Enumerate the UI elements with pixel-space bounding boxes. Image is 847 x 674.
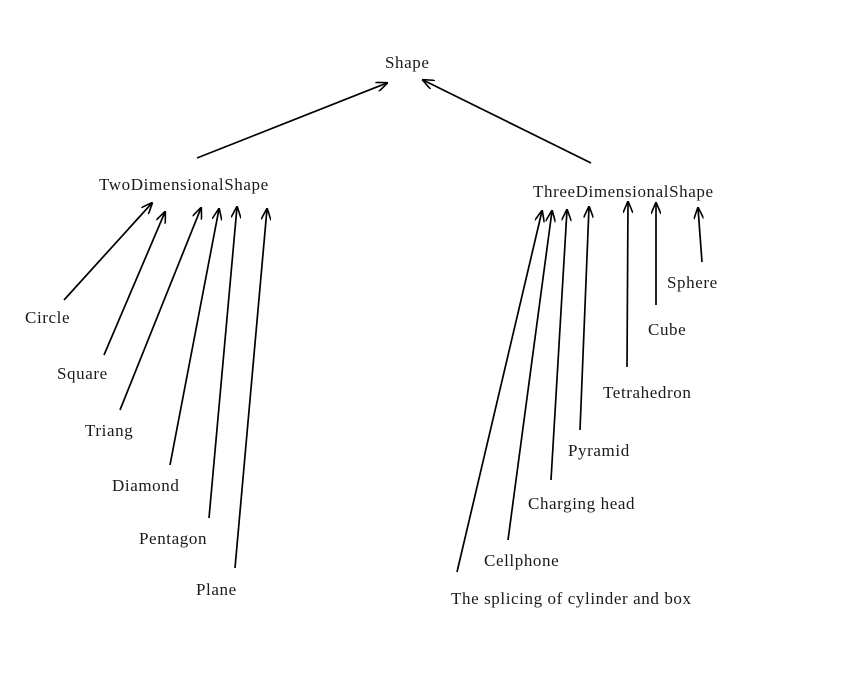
node-cube: Cube — [648, 320, 687, 339]
node-cellphone: Cellphone — [484, 551, 560, 570]
node-sphere: Sphere — [667, 273, 718, 292]
node-pentagon: Pentagon — [139, 529, 208, 548]
arrow-plane-to-two-dimensional-shape — [234, 209, 267, 569]
node-shape: Shape — [385, 53, 430, 72]
node-charging-head: Charging head — [528, 494, 636, 513]
node-splicing-cylinder-box: The splicing of cylinder and box — [451, 589, 692, 608]
arrow-pyramid-to-three-dimensional-shape — [579, 207, 589, 431]
node-two-dimensional-shape: TwoDimensionalShape — [99, 175, 269, 194]
arrow-triang-to-two-dimensional-shape — [119, 208, 201, 411]
arrow-two-dimensional-shape-to-shape — [196, 83, 387, 159]
arrow-circle-to-two-dimensional-shape — [63, 203, 152, 301]
node-tetrahedron: Tetrahedron — [603, 383, 692, 402]
node-circle: Circle — [25, 308, 71, 327]
arrow-splicing-to-three-dimensional-shape — [456, 211, 542, 573]
arrow-three-dimensional-shape-to-shape — [423, 80, 592, 164]
node-square: Square — [57, 364, 108, 383]
node-pyramid: Pyramid — [568, 441, 630, 460]
arrow-pentagon-to-two-dimensional-shape — [208, 207, 237, 519]
arrow-tetrahedron-to-three-dimensional-shape — [627, 202, 628, 368]
arrow-cellphone-to-three-dimensional-shape — [507, 211, 552, 541]
arrow-diamond-to-two-dimensional-shape — [169, 209, 219, 466]
node-plane: Plane — [196, 580, 237, 599]
arrow-charging-head-to-three-dimensional-shape — [550, 210, 567, 481]
node-diamond: Diamond — [112, 476, 180, 495]
node-three-dimensional-shape: ThreeDimensionalShape — [533, 182, 714, 201]
node-triang: Triang — [85, 421, 134, 440]
arrow-square-to-two-dimensional-shape — [103, 212, 165, 356]
arrow-sphere-to-three-dimensional-shape — [698, 208, 702, 263]
